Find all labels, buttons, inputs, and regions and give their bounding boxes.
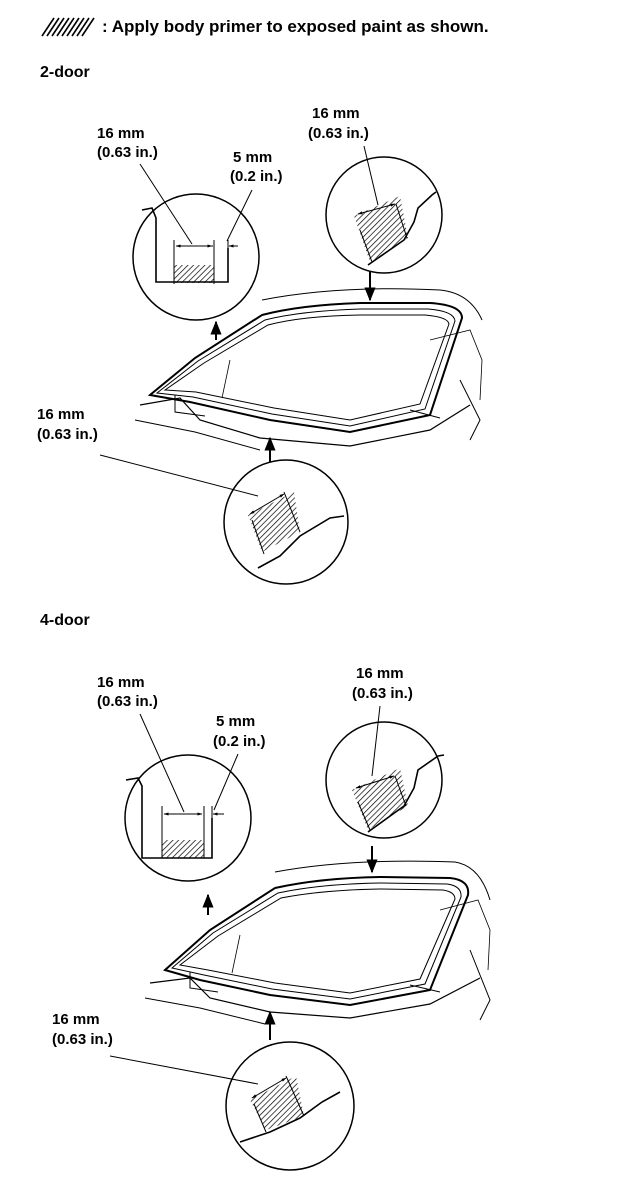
- bottom-dimension-mm: 16 mm: [37, 406, 85, 423]
- detail-circle-top-right: [325, 156, 443, 274]
- section-title-4-door: 4-door: [40, 612, 90, 629]
- detail-circle-bottom: [223, 459, 349, 585]
- left-dimension-in: (0.63 in.): [97, 144, 158, 161]
- car-windshield-2-door: [134, 288, 483, 451]
- gap-dimension-mm: 5 mm: [233, 149, 273, 166]
- left-dimension-mm: 16 mm: [97, 674, 145, 691]
- gap-dimension-mm: 5 mm: [216, 713, 256, 730]
- legend: : Apply body primer to exposed paint as …: [40, 14, 489, 40]
- detail-circle-left: [132, 193, 260, 321]
- top-right-dimension-mm: 16 mm: [356, 665, 404, 682]
- diagram-2-door: [99, 145, 483, 585]
- gap-dimension-in: (0.2 in.): [213, 733, 266, 750]
- gap-dimension-in: (0.2 in.): [230, 168, 283, 185]
- top-right-dimension-mm: 16 mm: [312, 105, 360, 122]
- detail-circle-top-right: [325, 721, 445, 839]
- top-right-dimension-in: (0.63 in.): [308, 125, 369, 142]
- bottom-dimension-mm: 16 mm: [52, 1011, 100, 1028]
- detail-circle-left: [124, 754, 252, 882]
- diagonal-hatch-icon: [41, 17, 95, 37]
- top-right-dimension-in: (0.63 in.): [352, 685, 413, 702]
- diagram-4-door: [109, 705, 491, 1171]
- legend-text: : Apply body primer to exposed paint as …: [102, 17, 489, 36]
- car-windshield-4-door: [144, 860, 491, 1025]
- bottom-dimension-in: (0.63 in.): [52, 1031, 113, 1048]
- left-dimension-in: (0.63 in.): [97, 693, 158, 710]
- detail-circle-bottom: [225, 1041, 355, 1171]
- left-dimension-mm: 16 mm: [97, 125, 145, 142]
- section-title-2-door: 2-door: [40, 64, 90, 81]
- bottom-dimension-in: (0.63 in.): [37, 426, 98, 443]
